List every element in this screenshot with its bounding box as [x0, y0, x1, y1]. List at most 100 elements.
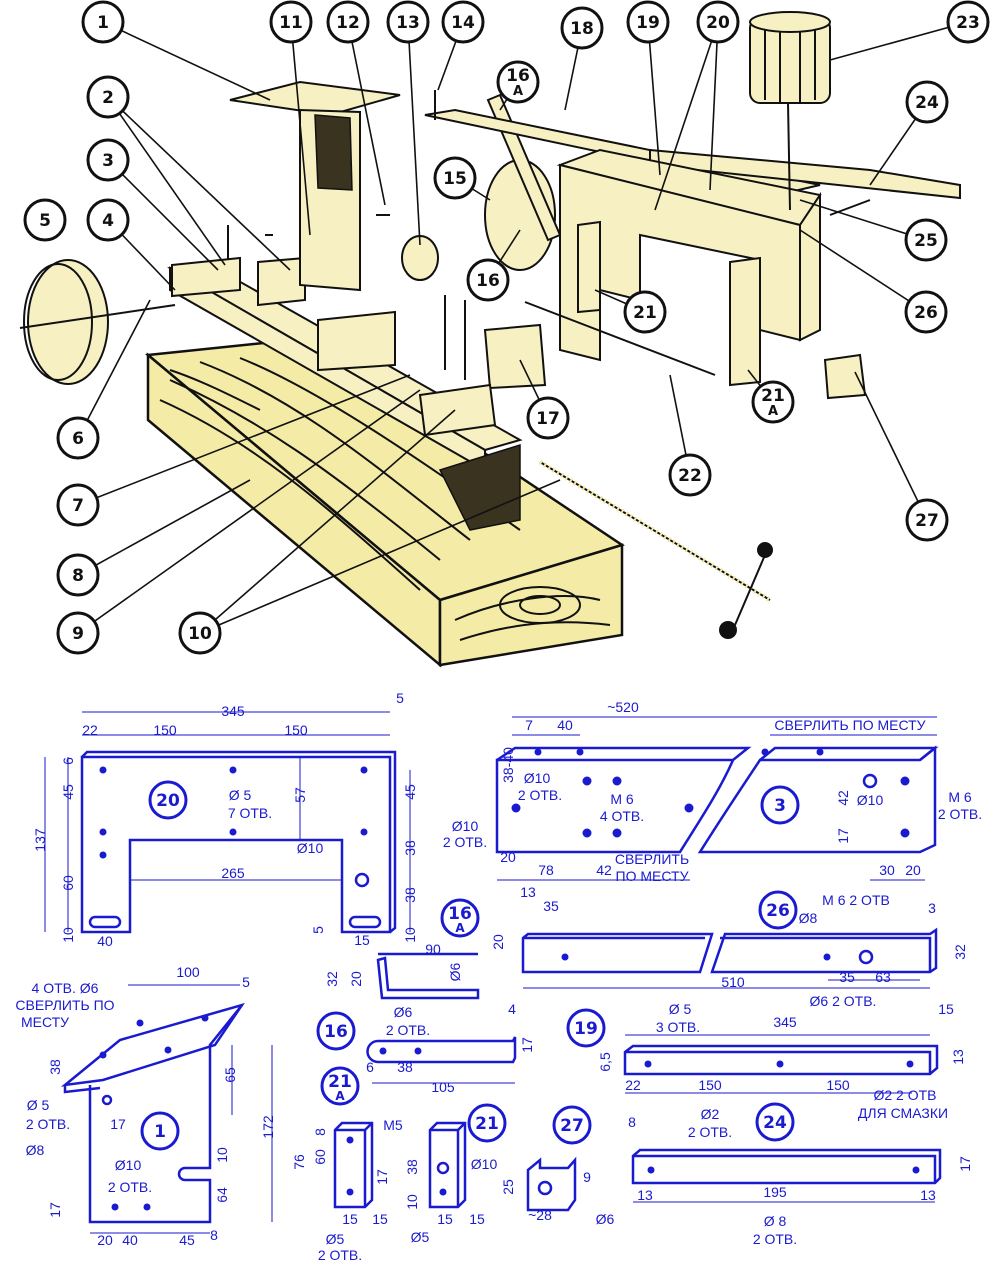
callout-23: 23	[946, 0, 990, 44]
callout-26: 26	[904, 290, 948, 334]
callout-number: 20	[706, 13, 730, 33]
dimension-label: 15	[372, 1211, 388, 1227]
leader-line	[107, 159, 219, 271]
block-part-9	[418, 383, 497, 437]
dimension-label: 38	[47, 1059, 63, 1075]
callout-circle	[905, 498, 949, 542]
leader-line	[647, 21, 661, 176]
dimension-label: 64	[214, 1187, 230, 1203]
dimension-label: 32	[324, 971, 340, 987]
part-id-suffix: A	[455, 921, 465, 935]
part-21a-drawing	[333, 1121, 374, 1209]
block-part-2	[257, 256, 306, 307]
dimension-label: Ø10	[471, 1156, 498, 1172]
frame-part-20	[556, 148, 822, 362]
callout-11: 11	[269, 0, 313, 44]
callout-24: 24	[905, 80, 949, 124]
dimension-label: 2 ОТВ.	[753, 1231, 797, 1247]
callout-number: 13	[396, 13, 420, 33]
callout-25: 25	[904, 218, 948, 262]
dimension-label: ~28	[528, 1207, 552, 1223]
dimension-label: 15	[469, 1211, 485, 1227]
part-21-drawing	[428, 1121, 467, 1209]
dimension-label: 105	[431, 1079, 455, 1095]
callout-8: 8	[56, 553, 100, 597]
dimension-label: Ø10	[524, 770, 551, 786]
callout-number: 27	[915, 511, 939, 531]
callout-suffix: A	[768, 404, 778, 419]
leader-line	[854, 371, 928, 521]
part-id-3: 3	[760, 785, 800, 825]
callout-circle	[56, 483, 100, 527]
dimension-label: 150	[284, 722, 308, 738]
leader-line	[77, 389, 421, 634]
dimension-label: Ø10	[452, 818, 479, 834]
part-id-16: 16	[316, 1011, 356, 1051]
dimension-label: 13	[637, 1187, 653, 1203]
dimension-label: 78	[538, 862, 554, 878]
part-id-16a: 16A	[440, 898, 480, 938]
dimension-label: 17	[957, 1156, 973, 1172]
dimension-label: 2 ОТВ.	[386, 1022, 430, 1038]
dimension-label: 2 ОТВ.	[688, 1124, 732, 1140]
callout-number: 19	[636, 13, 660, 33]
dimension-label: 22	[625, 1077, 641, 1093]
wooden-base-beam	[144, 336, 625, 668]
dimension-label: 172	[260, 1115, 276, 1139]
callout-number: 25	[914, 231, 938, 251]
dimension-label: 17	[835, 828, 851, 844]
leader-line	[77, 479, 251, 576]
dimension-label: 20	[97, 1232, 113, 1248]
dimension-label: 345	[221, 703, 245, 719]
callout-circle	[626, 0, 670, 44]
callout-number: 6	[72, 429, 84, 449]
dimension-label: 15	[342, 1211, 358, 1227]
part-20-drawing	[44, 711, 411, 934]
part-id-19: 19	[566, 1008, 606, 1048]
support-part-7	[317, 310, 396, 372]
leader-line	[199, 479, 561, 634]
disc-part-5	[19, 259, 176, 385]
part-id-circle	[140, 1111, 180, 1151]
part-3-drawing	[495, 716, 939, 881]
dimension-label: 9	[583, 1169, 591, 1185]
dimension-label: Ø 5	[27, 1097, 50, 1113]
bracket-part-1	[229, 80, 401, 292]
dimension-label: Ø5	[326, 1231, 345, 1247]
plate-part-21a	[729, 256, 761, 387]
callout-circle	[56, 416, 100, 460]
part-id-number: 3	[774, 796, 786, 816]
callout-circle	[904, 290, 948, 334]
dimension-label: 7	[525, 717, 533, 733]
callout-number: 26	[914, 303, 938, 323]
cylinder-part-23	[749, 11, 831, 211]
leader-line	[77, 299, 151, 439]
clamp-part-27	[823, 353, 867, 400]
part-id-26: 26	[758, 890, 798, 930]
callout-3: 3	[86, 138, 130, 182]
callout-6: 6	[56, 416, 100, 460]
leader-line	[102, 21, 271, 101]
callout-circle	[56, 611, 100, 655]
leader-line	[407, 21, 421, 246]
dimension-label: 510	[721, 974, 745, 990]
part-26-drawing	[521, 927, 938, 989]
dimension-label: 345	[773, 1014, 797, 1030]
dimension-label: Ø10	[297, 840, 324, 856]
part-id-number: 16	[448, 904, 472, 924]
dimension-label: 76	[291, 1154, 307, 1170]
callout-15: 15	[433, 156, 477, 200]
callout-14: 14	[441, 0, 485, 44]
callout-circle	[623, 290, 667, 334]
callout-27: 27	[905, 498, 949, 542]
part-19-drawing	[623, 1034, 939, 1094]
dimension-label: 4	[508, 1001, 516, 1017]
